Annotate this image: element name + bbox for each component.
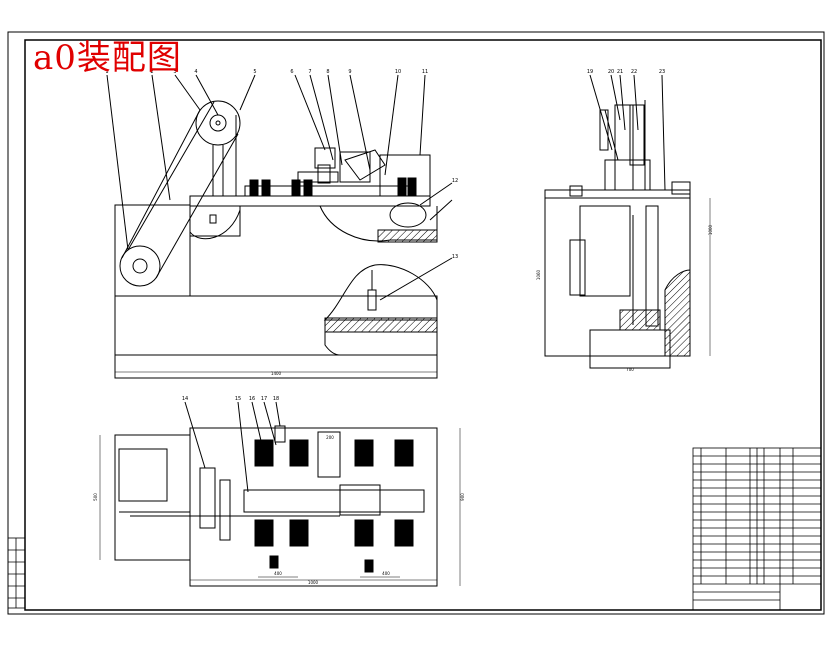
part-number-label: 11 — [422, 69, 428, 75]
part-number-label: 7 — [308, 69, 311, 75]
part-number-label: 18 — [273, 396, 279, 402]
margin-table — [7, 537, 26, 609]
part-number-label: 21 — [617, 69, 623, 75]
part-number-label: 16 — [249, 396, 255, 402]
front-view — [106, 74, 453, 379]
part-number-label: 8 — [326, 69, 329, 75]
dimension-label: 400 — [274, 571, 282, 576]
part-number-label: 3 — [173, 69, 176, 75]
part-number-label: 1 — [105, 69, 108, 75]
drawing-title: a0装配图 — [33, 38, 182, 78]
part-number-label: 14 — [182, 396, 188, 402]
inner-border — [24, 39, 822, 611]
part-number-label: 19 — [587, 69, 593, 75]
dimension-label: 1400 — [271, 371, 282, 376]
bom-table — [692, 447, 822, 611]
dimension-label: 400 — [382, 571, 390, 576]
outer-border — [7, 31, 825, 615]
part-number-label: 20 — [608, 69, 614, 75]
part-number-label: 2 — [150, 69, 153, 75]
dimension-label: 700 — [626, 367, 634, 372]
part-number-label: 6 — [290, 69, 293, 75]
side-view — [544, 74, 711, 369]
part-number-label: 22 — [631, 69, 637, 75]
dimension-label: 500 — [93, 493, 98, 501]
part-number-label: 9 — [348, 69, 351, 75]
dimension-label: 200 — [326, 435, 334, 440]
dimension-label: 900 — [460, 493, 465, 501]
part-number-label: 12 — [452, 178, 458, 184]
part-number-label: 5 — [253, 69, 256, 75]
part-number-label: 17 — [261, 396, 267, 402]
dimension-label: 1000 — [708, 224, 713, 235]
part-number-label: 15 — [235, 396, 241, 402]
part-number-label: 23 — [659, 69, 665, 75]
part-number-label: 4 — [194, 69, 197, 75]
top-view — [99, 401, 461, 587]
part-number-label: 10 — [395, 69, 401, 75]
dimension-label: 1060 — [536, 269, 541, 280]
part-number-label: 13 — [452, 254, 458, 260]
dimension-label: 1000 — [308, 580, 319, 585]
